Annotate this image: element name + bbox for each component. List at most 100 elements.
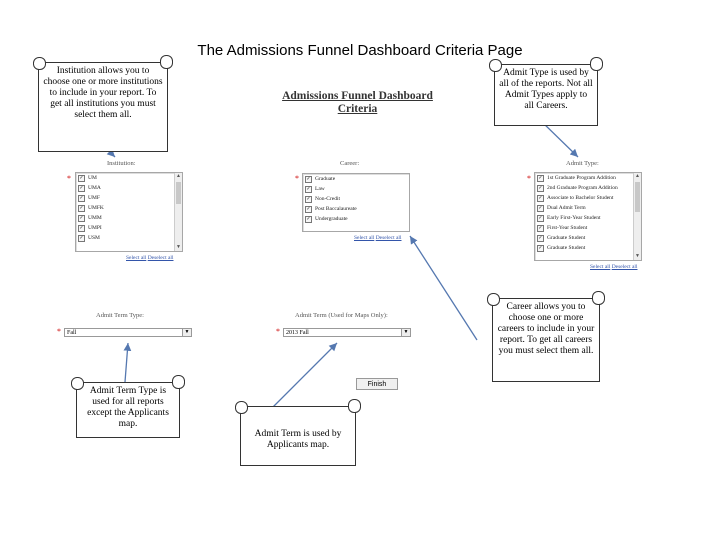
slide-title: The Admissions Funnel Dashboard Criteria… [197, 42, 523, 59]
list-item[interactable]: ✓USM [76, 233, 182, 243]
list-item[interactable]: ✓Early First-Year Student [535, 213, 641, 223]
list-item-label: Law [315, 186, 325, 192]
checkbox[interactable]: ✓ [305, 195, 312, 203]
list-item-label: Early First-Year Student [547, 215, 601, 221]
chevron-down-icon[interactable]: ▼ [182, 329, 191, 336]
list-item-label: Dual Admit Term [547, 205, 586, 211]
scroll-up-icon[interactable]: ▲ [635, 174, 640, 179]
scrollbar[interactable]: ▲ ▼ [174, 173, 182, 251]
checkbox[interactable]: ✓ [305, 215, 312, 223]
list-item[interactable]: ✓UMFK [76, 203, 182, 213]
checkbox[interactable]: ✓ [78, 224, 85, 232]
admit-type-callout: Admit Type is used by all of the reports… [489, 57, 603, 126]
list-item[interactable]: ✓1st Graduate Program Addition [535, 173, 641, 183]
required-marker: * [295, 174, 299, 183]
checkbox[interactable]: ✓ [305, 205, 312, 213]
list-item[interactable]: ✓UM [76, 173, 182, 183]
checkbox[interactable]: ✓ [537, 204, 544, 212]
list-item-label: UMM [88, 215, 102, 221]
arrow-admit-term-type [123, 342, 132, 383]
list-item[interactable]: ✓Dual Admit Term [535, 203, 641, 213]
list-item-label: Graduate [315, 176, 336, 182]
admit-type-label: Admit Type: [566, 160, 599, 167]
finish-button[interactable]: Finish [356, 378, 398, 390]
list-item-label: Non-Credit [315, 196, 341, 202]
checkbox[interactable]: ✓ [78, 184, 85, 192]
checkbox[interactable]: ✓ [78, 174, 85, 182]
list-item[interactable]: ✓UMPI [76, 223, 182, 233]
list-item[interactable]: ✓2nd Graduate Program Addition [535, 183, 641, 193]
institution-select-all-link[interactable]: Select all [126, 255, 147, 261]
institution-label: Institution: [107, 160, 136, 167]
list-item[interactable]: ✓Associate to Bachelor Student [535, 193, 641, 203]
dashboard-title: Admissions Funnel Dashboard Criteria [280, 90, 435, 116]
admit-term-callout: Admit Term is used by Applicants map. [235, 399, 361, 466]
list-item[interactable]: ✓UMF [76, 193, 182, 203]
checkbox[interactable]: ✓ [537, 224, 544, 232]
admit-term-select[interactable]: 2013 Fall ▼ [283, 328, 411, 337]
list-item-label: Graduate Student [547, 235, 586, 241]
required-marker: * [57, 327, 61, 336]
checkbox[interactable]: ✓ [537, 174, 544, 182]
list-item-label: UMA [88, 185, 101, 191]
list-item[interactable]: ✓Post Baccalaureate [303, 204, 409, 214]
checkbox[interactable]: ✓ [537, 244, 544, 252]
required-marker: * [527, 174, 531, 183]
scroll-up-icon[interactable]: ▲ [176, 174, 181, 179]
checkbox[interactable]: ✓ [537, 214, 544, 222]
checkbox[interactable]: ✓ [537, 184, 544, 192]
list-item[interactable]: ✓Non-Credit [303, 194, 409, 204]
list-item[interactable]: ✓Graduate [303, 174, 409, 184]
chevron-down-icon[interactable]: ▼ [401, 329, 410, 336]
checkbox[interactable]: ✓ [78, 194, 85, 202]
list-item-label: Associate to Bachelor Student [547, 195, 614, 201]
checkbox[interactable]: ✓ [537, 234, 544, 242]
admit-term-type-callout: Admit Term Type is used for all reports … [71, 375, 185, 438]
admit-term-type-label: Admit Term Type: [96, 312, 144, 319]
career-deselect-all-link[interactable]: Deselect all [375, 235, 402, 241]
list-item-label: UMFK [88, 205, 104, 211]
career-listbox[interactable]: ✓Graduate✓Law✓Non-Credit✓Post Baccalaure… [302, 173, 410, 232]
admit-term-type-select[interactable]: Fall ▼ [64, 328, 192, 337]
admit-type-deselect-all-link[interactable]: Deselect all [611, 264, 638, 270]
arrow-admit-type [539, 119, 579, 158]
list-item[interactable]: ✓UMM [76, 213, 182, 223]
list-item[interactable]: ✓First-Year Student [535, 223, 641, 233]
list-item-label: First-Year Student [547, 225, 588, 231]
list-item-label: USM [88, 235, 100, 241]
institution-listbox[interactable]: ✓UM✓UMA✓UMF✓UMFK✓UMM✓UMPI✓USM ▲ ▼ [75, 172, 183, 252]
list-item-label: Undergraduate [315, 216, 348, 222]
checkbox[interactable]: ✓ [305, 175, 312, 183]
scroll-thumb[interactable] [176, 182, 181, 204]
list-item-label: UMPI [88, 225, 102, 231]
career-callout: Career allows you to choose one or more … [487, 291, 605, 382]
career-label: Career: [340, 160, 360, 167]
checkbox[interactable]: ✓ [305, 185, 312, 193]
list-item[interactable]: ✓Undergraduate [303, 214, 409, 224]
checkbox[interactable]: ✓ [78, 234, 85, 242]
institution-callout: Institution allows you to choose one or … [33, 55, 173, 152]
admit-type-listbox[interactable]: ✓1st Graduate Program Addition✓2nd Gradu… [534, 172, 642, 261]
checkbox[interactable]: ✓ [78, 214, 85, 222]
list-item[interactable]: ✓Graduate Student [535, 233, 641, 243]
checkbox[interactable]: ✓ [78, 204, 85, 212]
institution-deselect-all-link[interactable]: Deselect all [147, 255, 174, 261]
list-item[interactable]: ✓UMA [76, 183, 182, 193]
dashboard-title-line1: Admissions Funnel Dashboard [282, 90, 433, 102]
list-item-label: Post Baccalaureate [315, 206, 357, 212]
scroll-down-icon[interactable]: ▼ [635, 254, 640, 259]
admit-term-label: Admit Term (Used for Maps Only): [295, 312, 388, 319]
career-select-all-link[interactable]: Select all [354, 235, 375, 241]
admit-term-type-value: Fall [67, 330, 77, 336]
scroll-thumb[interactable] [635, 182, 640, 212]
admit-type-select-all-link[interactable]: Select all [590, 264, 611, 270]
list-item-label: 1st Graduate Program Addition [547, 175, 616, 181]
checkbox[interactable]: ✓ [537, 194, 544, 202]
list-item-label: 2nd Graduate Program Addition [547, 185, 618, 191]
list-item[interactable]: ✓Law [303, 184, 409, 194]
career-select-links: Select all Deselect all [354, 235, 402, 241]
scroll-down-icon[interactable]: ▼ [176, 245, 181, 250]
scrollbar[interactable]: ▲ ▼ [633, 173, 641, 260]
list-item[interactable]: ✓Graduate Student [535, 243, 641, 253]
list-item-label: UM [88, 175, 97, 181]
